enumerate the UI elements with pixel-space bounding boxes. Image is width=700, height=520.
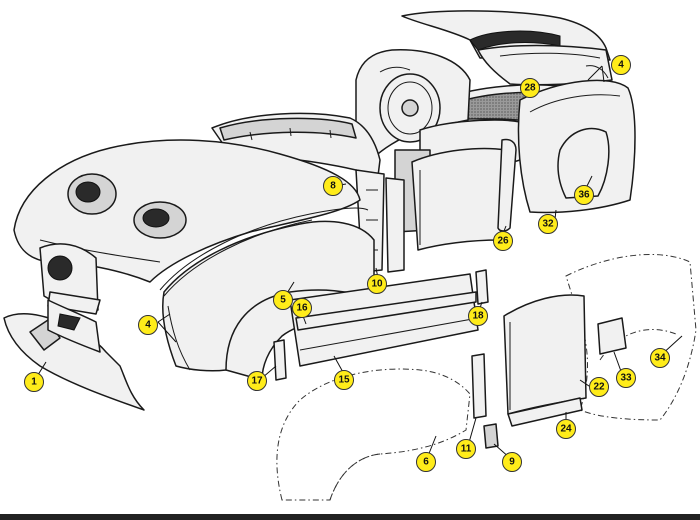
shut-pillar [497, 138, 517, 232]
callout-4-front: 4 [138, 315, 158, 335]
callout-9: 9 [502, 452, 522, 472]
wing-beading-front [159, 207, 369, 371]
callout-18: 18 [468, 306, 488, 326]
callout-1: 1 [24, 372, 44, 392]
svg-text:4: 4 [145, 320, 151, 331]
callout-28: 28 [520, 78, 540, 98]
svg-text:18: 18 [472, 311, 484, 322]
svg-text:15: 15 [338, 375, 350, 386]
svg-text:33: 33 [620, 373, 632, 384]
svg-text:28: 28 [524, 83, 536, 94]
door-shut-post [475, 269, 489, 305]
scuttle-panel [211, 112, 381, 177]
rear-wing-repair-panel [597, 317, 627, 355]
sill-outer-repair [507, 397, 583, 427]
outline-front-wing [276, 368, 471, 501]
svg-text:8: 8 [330, 181, 336, 192]
callout-11: 11 [456, 439, 476, 459]
door-skin-outer [503, 294, 587, 415]
svg-text:4: 4 [618, 60, 624, 71]
closing-panel [483, 423, 499, 449]
svg-text:9: 9 [509, 457, 515, 468]
callout-4-rear: 4 [611, 55, 631, 75]
callout-33: 33 [616, 368, 636, 388]
svg-text:16: 16 [296, 303, 308, 314]
front-valance [3, 299, 145, 411]
callout-24: 24 [556, 419, 576, 439]
svg-text:22: 22 [593, 382, 605, 393]
svg-text:26: 26 [497, 236, 509, 247]
callout-8: 8 [323, 176, 343, 196]
bottom-border-bar [0, 514, 700, 520]
svg-text:1: 1 [31, 377, 37, 388]
callout-26: 26 [493, 231, 513, 251]
callout-6: 6 [416, 452, 436, 472]
callout-16: 16 [292, 298, 312, 318]
svg-text:6: 6 [423, 457, 429, 468]
svg-text:36: 36 [578, 190, 590, 201]
svg-text:5: 5 [280, 295, 286, 306]
rear-wing-right [517, 79, 636, 214]
svg-text:10: 10 [371, 279, 383, 290]
svg-text:24: 24 [560, 424, 572, 435]
svg-text:17: 17 [251, 376, 263, 387]
rear-bulkhead [355, 49, 471, 161]
svg-text:32: 32 [542, 219, 554, 230]
front-grille [39, 243, 101, 315]
callout-32: 32 [538, 214, 558, 234]
callout-22: 22 [589, 377, 609, 397]
sill-panel [289, 273, 479, 367]
callouts: 1 4 4 5 6 8 9 10 [24, 55, 670, 472]
sill-closing-plate [273, 339, 287, 381]
bonnet-shell [13, 139, 361, 283]
svg-text:11: 11 [461, 444, 472, 455]
callout-36: 36 [574, 185, 594, 205]
rear-deck-panel [401, 10, 613, 86]
svg-text:34: 34 [654, 353, 666, 364]
callout-5: 5 [273, 290, 293, 310]
callout-15: 15 [334, 370, 354, 390]
callout-17: 17 [247, 371, 267, 391]
b-post [471, 353, 487, 419]
door-panel-right [411, 147, 507, 251]
callout-10: 10 [367, 274, 387, 294]
callout-34: 34 [650, 348, 670, 368]
